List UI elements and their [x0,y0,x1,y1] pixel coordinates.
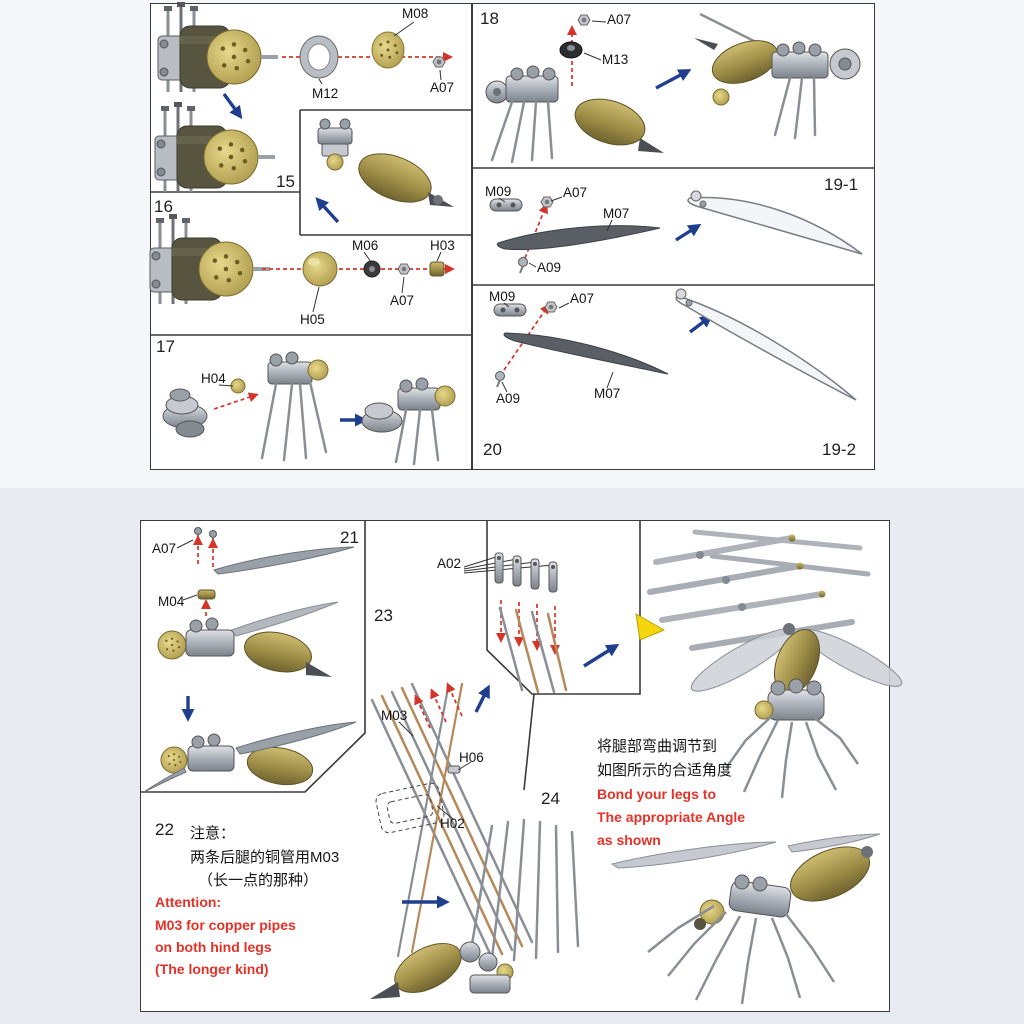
part-label-h02: H02 [440,816,465,831]
step-number-17: 17 [156,337,175,356]
note-hind-legs-en-line1: M03 for copper pipes [155,917,296,933]
part-label-a02: A02 [437,556,462,571]
note-leg-angle-cn-line2: 如图所示的合适角度 [597,762,733,779]
note-hind-legs-en-line2: on both hind legs [155,939,272,955]
part-label-a07-s21: A07 [152,541,177,556]
part-label-m03: M03 [381,708,408,723]
part-label-m12: M12 [312,86,339,101]
note-hind-legs-cn-line2: （长一点的那种） [198,872,319,889]
note-hind-legs-cn-line1: 两条后腿的铜管用M03 [190,849,340,866]
part-label-m06: M06 [352,238,379,253]
note-hind-legs-cn-title: 注意： [190,825,236,842]
note-leg-angle-cn-line1: 将腿部弯曲调节到 [597,738,718,755]
note-leg-angle-en-line3: as shown [597,832,661,848]
step-number-19-1: 19-1 [824,175,859,194]
step-number-23: 23 [374,606,393,625]
step-number-19-2: 19-2 [822,440,857,459]
part-label-m09-s192: M09 [489,289,516,304]
part-label-a07-s18: A07 [607,12,632,27]
part-label-a07-s15: A07 [430,80,455,95]
part-label-h06: H06 [459,750,484,765]
panel-top-right [472,3,875,470]
note-leg-angle-en-line2: The appropriate Angle [597,809,746,825]
part-label-h04: H04 [201,371,226,386]
step-number-24: 24 [541,789,560,808]
part-label-a07-s16: A07 [390,293,415,308]
step-number-20: 20 [483,440,502,459]
part-label-m08: M08 [402,6,429,21]
part-label-m07-s192: M07 [594,386,621,401]
note-hind-legs-en-title: Attention: [155,894,222,910]
step-number-16: 16 [154,197,173,216]
note-hind-legs-en-line3: (The longer kind) [155,961,269,977]
part-label-m07-s191: M07 [603,206,630,221]
part-label-a09-s191: A09 [537,260,562,275]
part-label-a07-s191: A07 [563,185,588,200]
step-number-21: 21 [340,528,359,547]
part-label-m09-s191: M09 [485,184,512,199]
panel-top-left [150,3,472,470]
step-number-22: 22 [155,820,174,839]
part-label-m13: M13 [602,52,629,67]
step-number-18: 18 [480,9,499,28]
note-leg-angle-en-line1: Bond your legs to [597,786,716,802]
part-label-h05: H05 [300,312,325,327]
part-label-a09-s192: A09 [496,391,521,406]
step-number-15: 15 [276,172,295,191]
part-label-h03: H03 [430,238,455,253]
part-label-a07-s192: A07 [570,291,595,306]
part-label-m04: M04 [158,594,185,609]
